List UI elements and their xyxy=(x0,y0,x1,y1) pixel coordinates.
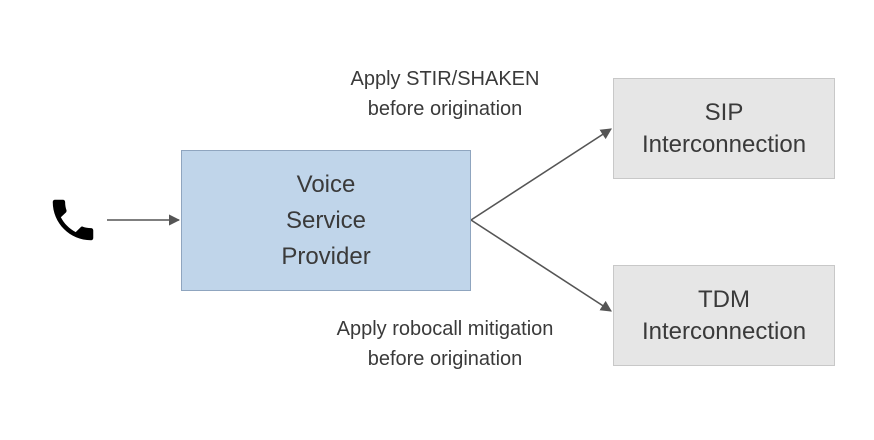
robocall-mitigation-annotation: Apply robocall mitigation before origina… xyxy=(290,314,600,374)
robocall-mitigation-annotation-line-2: before origination xyxy=(367,348,523,370)
provider-to-sip-arrow xyxy=(470,128,612,221)
phone-handset-icon xyxy=(52,199,94,241)
sip-interconnection-label-line-2: Interconnection xyxy=(641,130,807,158)
stir-shaken-annotation: Apply STIR/SHAKEN before origination xyxy=(300,64,590,124)
tdm-interconnection-box: TDM Interconnection xyxy=(613,265,835,366)
tdm-interconnection-label-line-2: Interconnection xyxy=(641,317,807,345)
voice-service-provider-label-line-1: Voice xyxy=(296,170,356,198)
stir-shaken-annotation-line-2: before origination xyxy=(367,98,523,120)
stir-shaken-annotation-line-1: Apply STIR/SHAKEN xyxy=(350,68,540,90)
sip-interconnection-label-line-1: SIP xyxy=(704,98,744,126)
sip-interconnection-box: SIP Interconnection xyxy=(613,78,835,179)
voice-service-provider-label-line-3: Provider xyxy=(281,242,371,270)
robocall-mitigation-annotation-line-1: Apply robocall mitigation xyxy=(336,318,554,340)
provider-to-tdm-arrow xyxy=(470,219,612,312)
tdm-interconnection-label-line-1: TDM xyxy=(698,285,750,313)
voice-service-provider-box: Voice Service Provider xyxy=(181,150,471,291)
voice-service-provider-label-line-2: Service xyxy=(285,206,367,234)
